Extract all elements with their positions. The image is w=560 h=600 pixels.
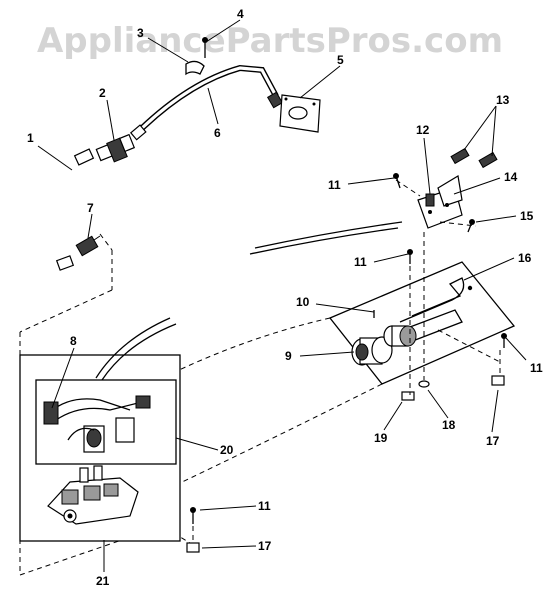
callout-17-right: 17 [486,434,500,448]
part-13-switches [450,147,498,169]
callout-6: 6 [214,126,221,140]
callout-14: 14 [504,170,518,184]
callout-21: 21 [96,574,110,588]
part-11-screw-mid [407,249,413,264]
part-19-clip [401,391,415,401]
part-11-screw-right [501,333,507,348]
callout-4: 4 [237,7,244,21]
callout-17-lower: 17 [258,539,272,553]
part-12-connector [425,193,435,207]
callout-1: 1 [27,131,34,145]
part-20-control-panel [35,317,177,465]
part-18-washer [418,380,430,388]
part-11-screw-lower [190,507,196,524]
callout-16: 16 [518,251,532,265]
callout-8: 8 [70,334,77,348]
part-17-clip-lower [186,542,200,553]
part-11-screw-upper [393,173,401,189]
callout-18: 18 [442,418,456,432]
callout-labels: 1 2 3 4 5 6 7 8 9 10 11 11 11 11 12 13 1… [27,7,543,588]
callout-7: 7 [87,201,94,215]
part-5-plate [279,94,321,133]
leader-lines [37,19,527,572]
part-21-gas-valve [47,465,139,525]
callout-11-right: 11 [530,361,543,375]
part-16-burner-panel [328,261,516,385]
part-1-gas-tube [10,148,96,271]
callout-20: 20 [220,443,234,457]
callout-19: 19 [374,431,388,445]
callout-11-mid: 11 [354,255,367,269]
part-6-tube [129,64,284,141]
callout-9: 9 [285,349,292,363]
part-17-clip-right [491,375,505,386]
callout-3: 3 [137,26,144,40]
callout-13: 13 [496,93,510,107]
callout-5: 5 [337,53,344,67]
callout-11-upper: 11 [328,178,341,192]
part-15-screw [467,219,475,233]
part-2-fitting [95,133,136,163]
part-14-bracket [417,175,463,229]
watermark-text: AppliancePartsPros.com [37,21,503,61]
callout-15: 15 [520,209,534,223]
part-9-cup [351,336,393,366]
part-3-clip [185,60,205,76]
part-7-fitting [75,235,101,257]
callout-10: 10 [296,295,310,309]
callout-12: 12 [416,123,430,137]
callout-11-lower: 11 [258,499,271,513]
part-10-cylinder [373,310,417,347]
callout-2: 2 [99,86,106,100]
